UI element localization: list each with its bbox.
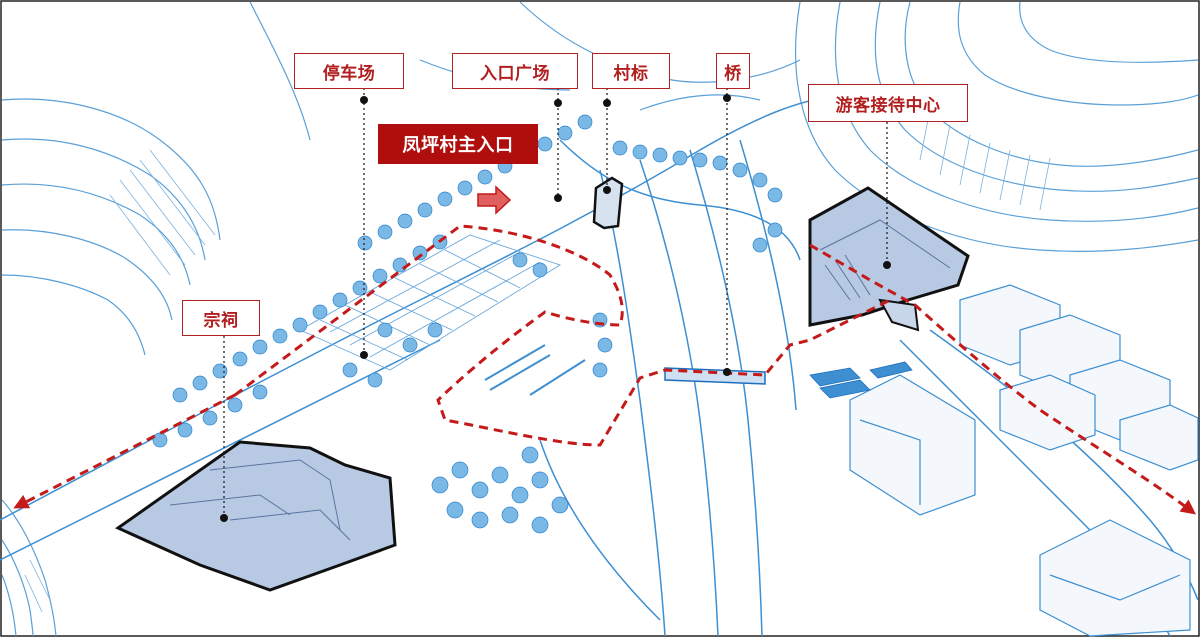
label-ancestral-hall: 宗祠 [182,300,260,336]
parking-lot [298,234,562,371]
ancestral-hall-building [114,440,397,592]
tree-rows [152,114,783,534]
bridge-structure [664,367,766,385]
plaza-benches [484,344,586,396]
village-sign-structure [592,176,624,230]
label-visitor-center: 游客接待中心 [808,84,968,122]
label-bridge: 桥 [716,53,750,89]
leader-lines [223,88,888,518]
terrace-hatching [24,109,1051,613]
label-main-entrance: 凤坪村主入口 [378,124,538,164]
label-village-sign: 村标 [592,53,670,89]
label-parking: 停车场 [294,53,404,89]
label-entrance-plaza: 入口广场 [452,53,578,89]
tour-route [13,224,1197,515]
leader-dots [220,94,891,522]
pavilion-rows [809,361,913,399]
right-arrow-icon [477,185,512,215]
visitor-center-building [808,186,970,332]
